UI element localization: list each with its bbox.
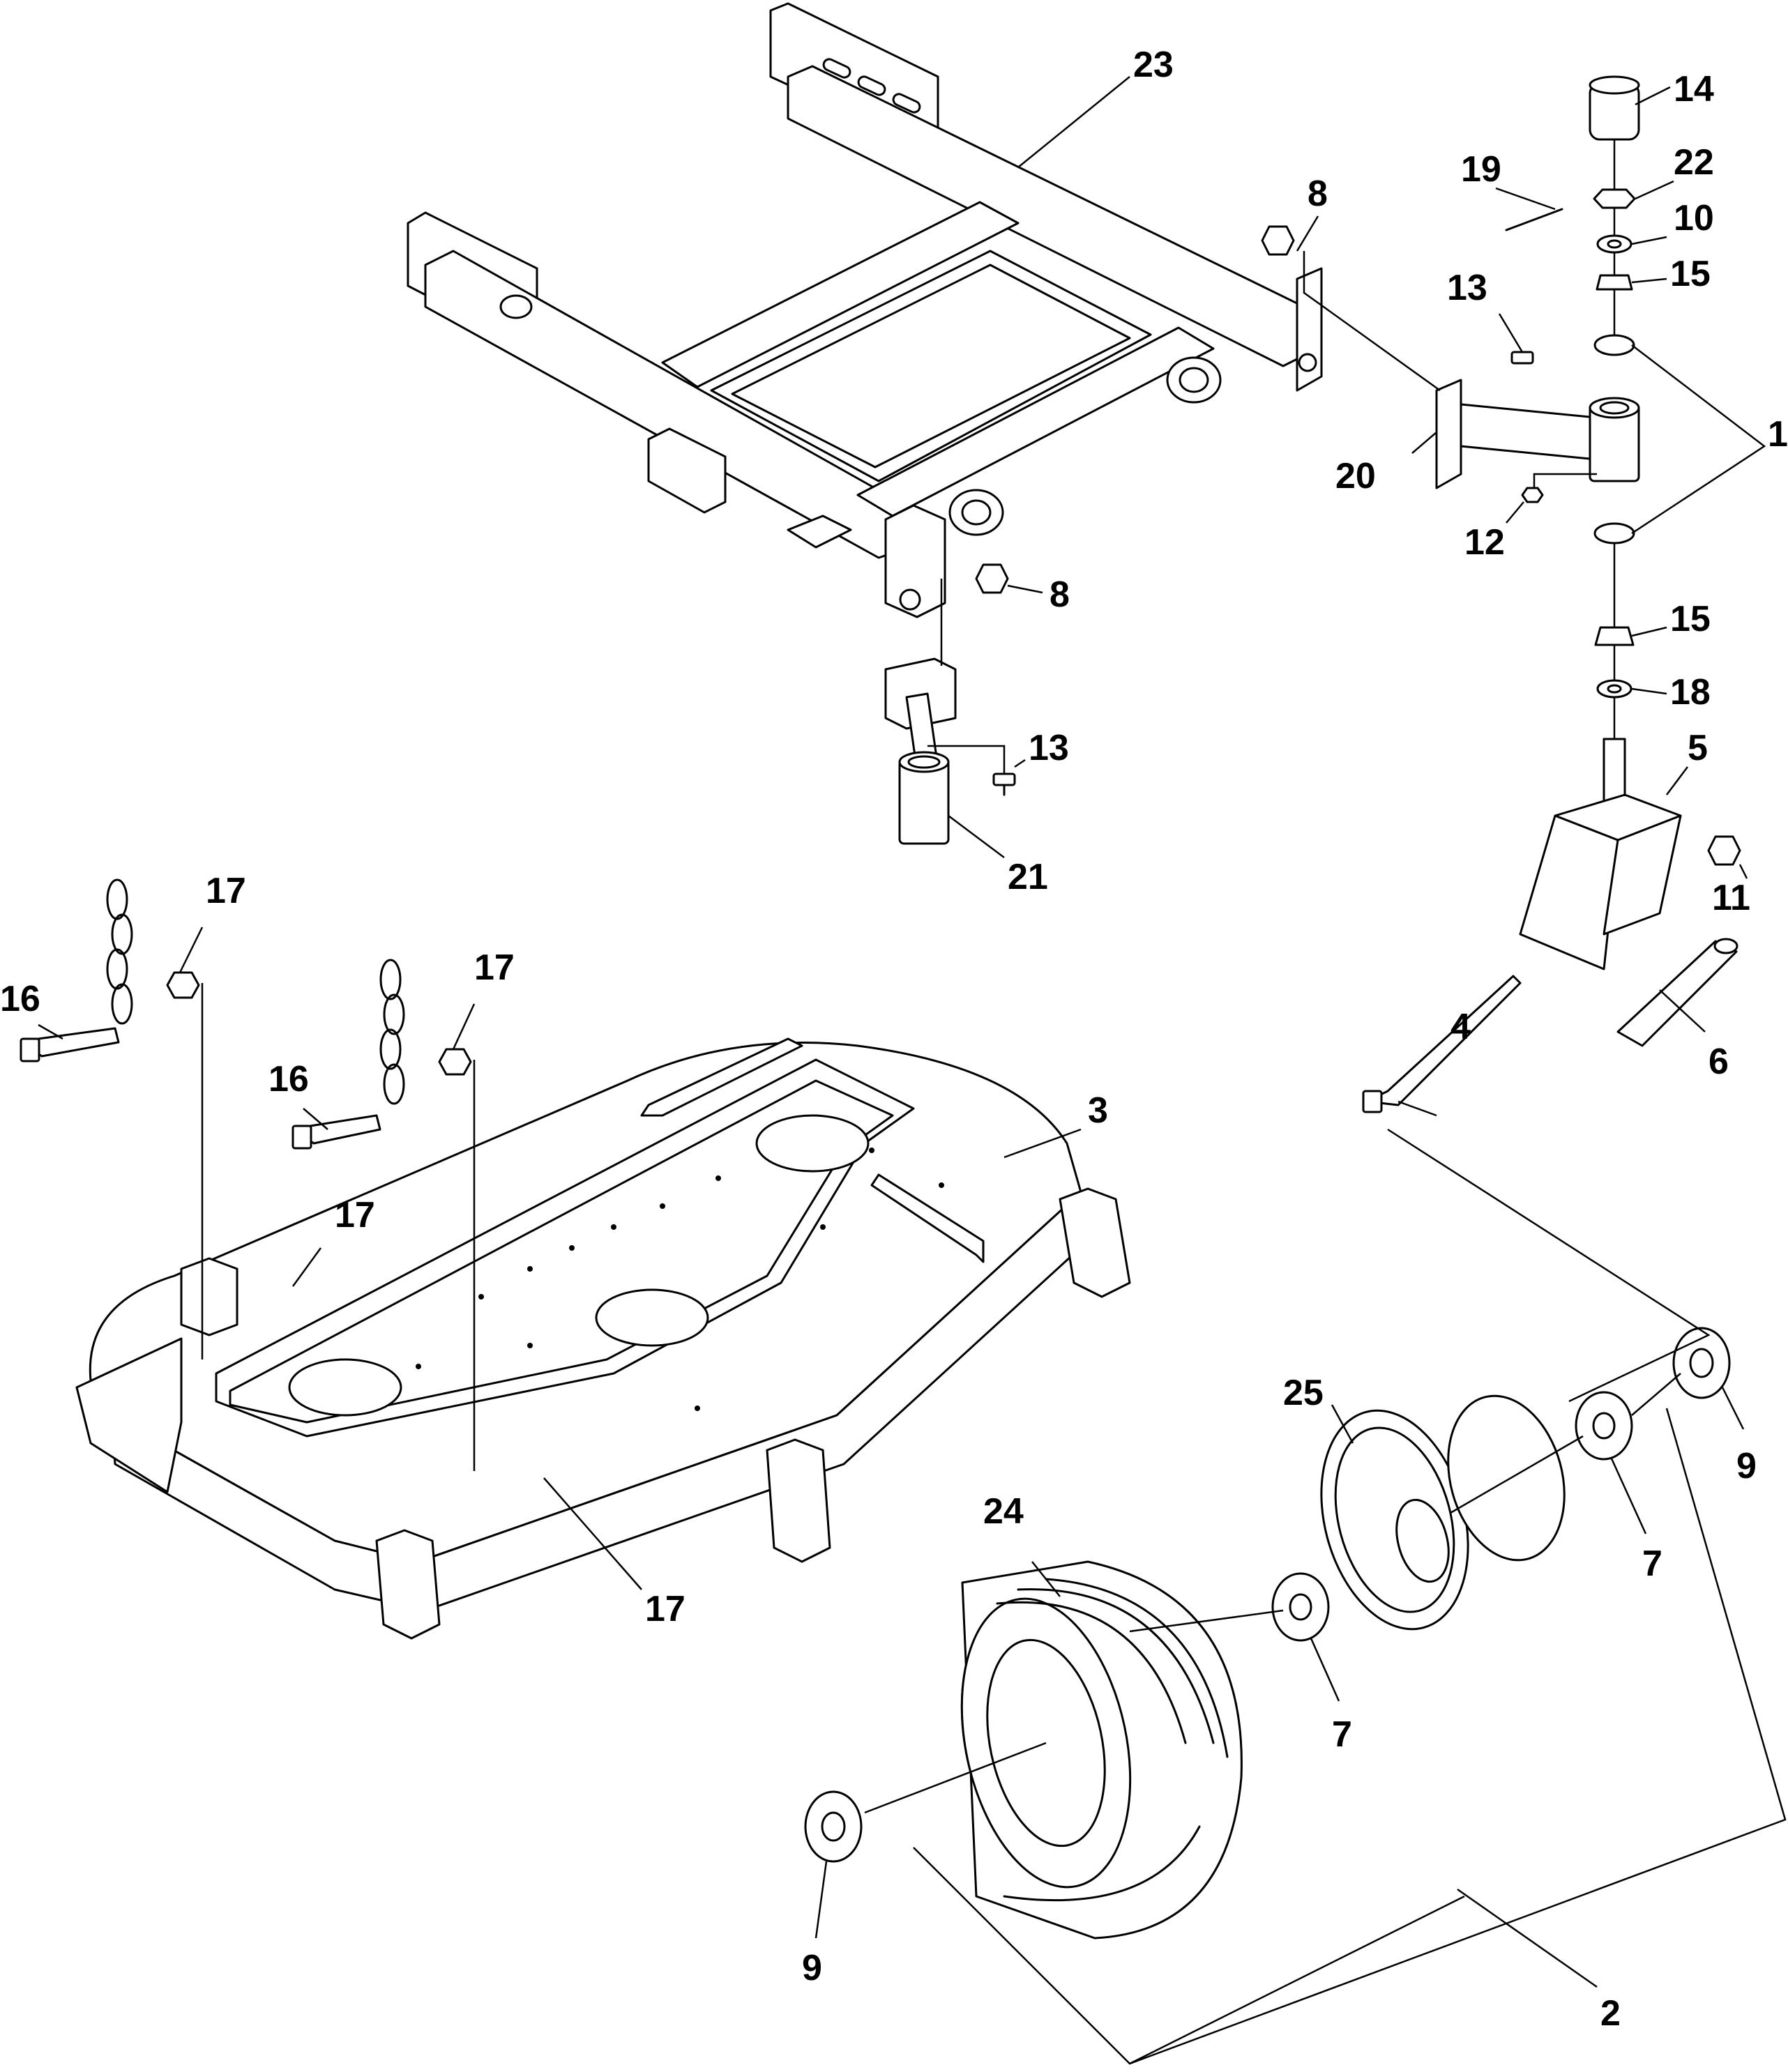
callout-14: 14 — [1674, 69, 1714, 109]
caster-arm-right — [1435, 379, 1640, 489]
callout-18: 18 — [1670, 672, 1711, 713]
callout-17-left: 17 — [206, 871, 246, 911]
chain-left — [106, 878, 133, 1025]
mounting-frame — [407, 2, 1323, 618]
callout-22: 22 — [1674, 142, 1714, 183]
callout-13-lower: 13 — [1029, 728, 1069, 768]
wheel-bearings-spacers — [804, 1327, 1731, 1863]
callout-12: 12 — [1464, 522, 1505, 563]
callout-labels: 23 14 19 22 8 10 13 15 1 20 12 8 15 18 1… — [0, 45, 1788, 2034]
callout-1: 1 — [1768, 414, 1788, 455]
callout-15-lower: 15 — [1670, 599, 1711, 639]
caster-fork — [1362, 738, 1741, 1113]
callout-16-left: 16 — [0, 979, 40, 1019]
callout-4: 4 — [1450, 1007, 1471, 1047]
callout-7-left: 7 — [1332, 1714, 1352, 1755]
leader-lines — [38, 76, 1787, 2065]
callout-5: 5 — [1688, 728, 1708, 768]
callout-6: 6 — [1709, 1042, 1729, 1082]
callout-25: 25 — [1283, 1373, 1324, 1413]
callout-2: 2 — [1600, 1993, 1621, 2034]
callout-19: 19 — [1461, 149, 1501, 190]
callout-8-lower: 8 — [1050, 574, 1070, 615]
callout-3: 3 — [1088, 1090, 1108, 1131]
callout-21: 21 — [1008, 857, 1048, 897]
callout-13-upper: 13 — [1447, 268, 1487, 308]
callout-17-deck: 17 — [335, 1195, 375, 1235]
callout-15-upper: 15 — [1670, 254, 1711, 294]
callout-16-center: 16 — [268, 1059, 309, 1099]
callout-7-right: 7 — [1642, 1544, 1662, 1584]
mower-deck — [75, 1037, 1131, 1640]
callout-24: 24 — [983, 1491, 1024, 1532]
caster-arm-front — [884, 657, 957, 845]
callout-17-center: 17 — [474, 947, 515, 988]
callout-9-right: 9 — [1736, 1446, 1757, 1486]
callout-11: 11 — [1712, 878, 1750, 918]
callout-9-left: 9 — [802, 1948, 822, 1988]
caster-wheel-tire — [960, 1560, 1243, 1940]
callout-10: 10 — [1674, 198, 1714, 238]
callout-20: 20 — [1335, 456, 1376, 496]
callout-23: 23 — [1133, 45, 1174, 85]
callout-8-upper: 8 — [1308, 174, 1328, 214]
wheel-rim — [1320, 1394, 1566, 1631]
chain-center — [379, 959, 405, 1105]
callout-17-front: 17 — [645, 1589, 685, 1629]
